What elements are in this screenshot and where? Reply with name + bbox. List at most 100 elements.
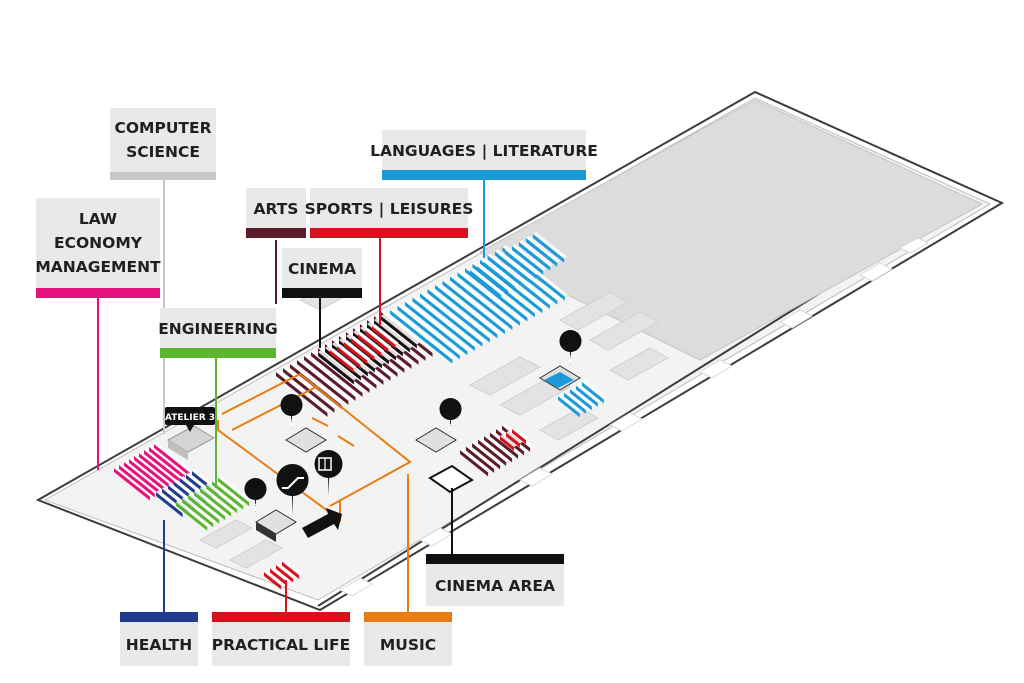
shelf-stack-sports-leisures <box>330 324 399 373</box>
info-pin: i <box>280 394 303 430</box>
shelf-bar <box>149 447 185 480</box>
shelf-bar <box>372 326 396 349</box>
shelf-bar-top <box>500 434 518 448</box>
escalator-icon <box>276 464 309 516</box>
shelf-bar-top <box>470 268 505 295</box>
shelf-bar <box>526 238 558 267</box>
svg-text:HEALTH: HEALTH <box>126 636 192 654</box>
shelf-bar <box>470 270 502 299</box>
svg-text:LAW: LAW <box>79 210 117 228</box>
shelf-bar-top <box>435 282 501 335</box>
shelf-bar-top <box>460 448 492 473</box>
shelf-stack-languages-literature <box>558 380 607 418</box>
label-cinema: CINEMA <box>282 248 362 298</box>
label-computer-science: COMPUTER SCIENCE <box>110 108 216 180</box>
shelf-bar-top <box>149 445 188 476</box>
shelf-stack-law-economy-management <box>114 442 193 501</box>
shelf-bar-top <box>457 270 523 322</box>
shelf-bar-top <box>206 482 241 510</box>
shelf-bar-top <box>114 466 153 497</box>
shelf-bar <box>442 280 505 335</box>
info-pin: i <box>559 330 582 366</box>
shelf-bar <box>194 491 226 521</box>
shelf-bar <box>505 250 537 279</box>
shelf-bar-top <box>139 451 178 482</box>
shelf-bar <box>512 429 527 445</box>
shelf-bar-top <box>337 344 364 365</box>
shelf-bar <box>114 468 150 501</box>
shelf-bar <box>457 272 520 326</box>
shelf-bar <box>218 477 250 507</box>
shelf-bar-top <box>282 559 303 576</box>
shelf-bar-top <box>374 318 413 349</box>
shelf-bar-top <box>582 380 607 400</box>
shelf-stack-engineering <box>176 475 253 531</box>
shelf-bar <box>282 561 300 580</box>
shelf-bar <box>200 488 232 517</box>
svg-text:i: i <box>253 504 256 514</box>
shelf-bar <box>491 258 523 287</box>
label-music: MUSIC <box>364 612 452 666</box>
shelf-bar-top <box>200 486 235 513</box>
direction-arrow <box>302 508 342 538</box>
shelf-bar-top <box>188 493 223 520</box>
elevator-icon <box>314 450 343 496</box>
shelf-bar-top <box>390 308 456 360</box>
shelf-bar <box>390 310 453 364</box>
shelf-bar-top <box>506 430 524 444</box>
shelf-bar <box>484 262 516 291</box>
label-engineering: ENGINEERING <box>158 308 278 358</box>
shelf-bar-top <box>304 354 359 397</box>
shelf-bar-top <box>297 358 352 401</box>
shelf-bar <box>182 498 214 528</box>
shelf-bar-top <box>576 383 601 403</box>
shelf-bar <box>264 572 282 590</box>
info-pin: i <box>244 478 267 514</box>
svg-text:ECONOMY: ECONOMY <box>54 234 143 252</box>
shelf-bar <box>500 436 515 452</box>
shelf-bar-top <box>397 303 463 356</box>
shelf-bar <box>344 342 368 365</box>
shelf-bar-top <box>472 441 504 466</box>
shelf-bar <box>519 242 551 271</box>
shelf-bar-top <box>264 570 285 586</box>
shelf-bar-top <box>558 394 583 414</box>
shelf-bar <box>576 385 598 407</box>
shelf-bar <box>297 360 349 405</box>
svg-text:CINEMA: CINEMA <box>288 260 356 278</box>
shelf-bar <box>484 436 513 463</box>
shelf-bar-top <box>570 387 595 407</box>
svg-text:SPORTS | LEISURES: SPORTS | LEISURES <box>305 200 474 219</box>
shelf-bar-top <box>218 475 253 503</box>
shelf-bar <box>478 439 507 466</box>
shelf-bar-top <box>533 232 568 259</box>
shelf-bar <box>582 382 604 404</box>
shelf-bar-top <box>144 448 183 479</box>
svg-text:i: i <box>448 424 451 434</box>
shelf-bar <box>381 316 417 349</box>
svg-text:CINEMA AREA: CINEMA AREA <box>435 577 555 595</box>
shelf-bar-top <box>512 427 530 441</box>
shelf-bar <box>397 305 460 360</box>
label-law-economy-management: LAW ECONOMY MANAGEMENT <box>35 198 161 298</box>
shelf-bar <box>365 330 389 353</box>
shelf-bar-top <box>450 274 516 326</box>
shelf-bar <box>427 289 490 343</box>
shelf-bar-top <box>526 236 561 263</box>
shelf-bar <box>119 465 155 498</box>
shelf-bar-top <box>318 350 357 381</box>
label-practical-life: PRACTICAL LIFE <box>212 612 350 666</box>
shelf-bar <box>450 276 513 330</box>
svg-text:ARTS: ARTS <box>254 200 299 218</box>
shelf-bar <box>134 456 170 489</box>
shelf-bar-top <box>276 370 331 413</box>
shelf-bar <box>412 297 475 351</box>
shelf-bar-top <box>564 390 589 410</box>
shelf-bar-top <box>412 295 478 347</box>
shelf-bar-top <box>466 444 498 469</box>
shelf-bar <box>154 444 190 477</box>
shelf-bar <box>337 346 361 369</box>
shelf-bar <box>472 443 501 470</box>
label-sports-leisures: SPORTS | LEISURES <box>305 188 474 238</box>
shelf-bar-top <box>194 489 229 517</box>
